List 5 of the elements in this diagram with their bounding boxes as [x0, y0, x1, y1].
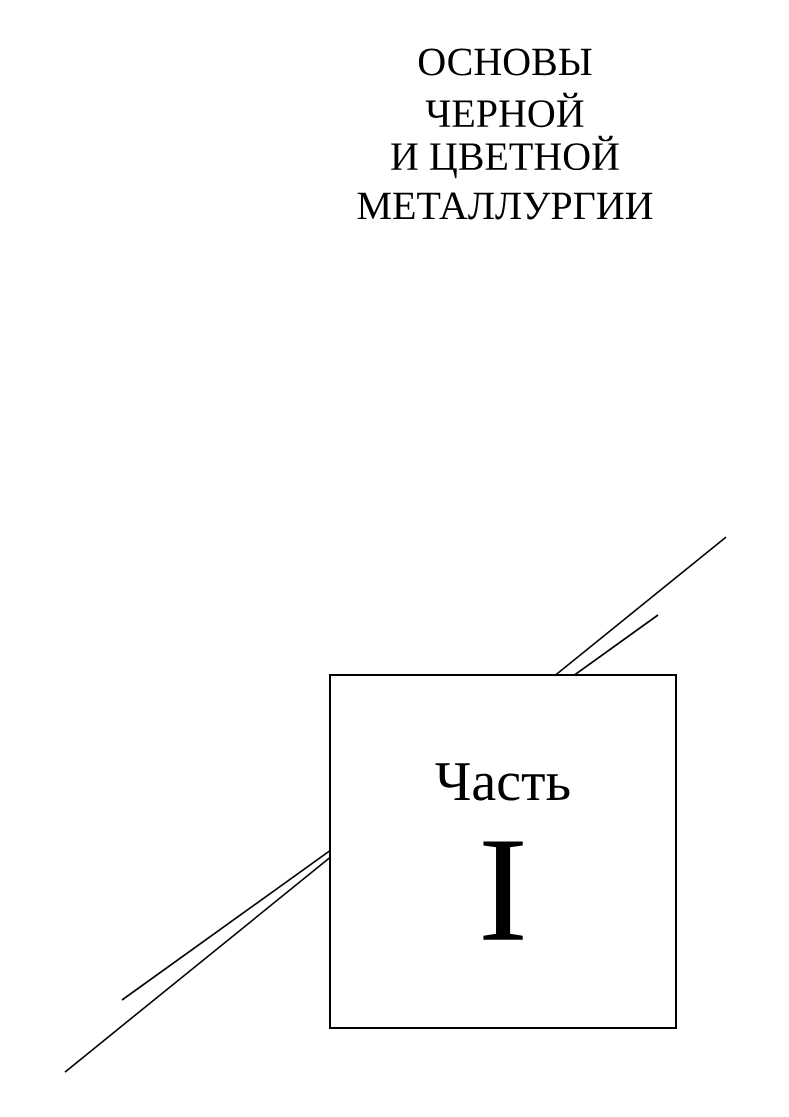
title-text: ЧЕРНОЙ — [425, 92, 584, 128]
part-box: Часть I — [329, 674, 677, 1029]
title-text: МЕТАЛЛУРГИИ — [357, 192, 653, 220]
title-text: ОСНОВЫ — [418, 48, 592, 76]
title-text: И ЦВЕТНОЙ — [391, 135, 619, 179]
